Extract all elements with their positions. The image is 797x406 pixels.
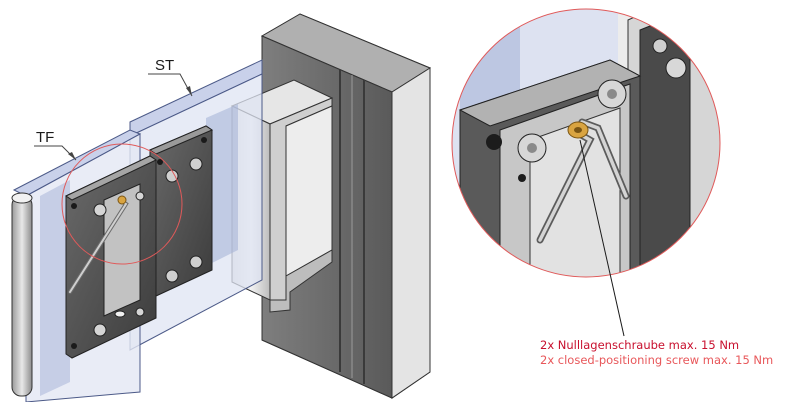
note-line-de: 2x Nulllagenschraube max. 15 Nm bbox=[540, 338, 740, 352]
label-tf: TF bbox=[36, 129, 55, 146]
hex-key-small bbox=[68, 195, 129, 294]
zoom-detail bbox=[451, 8, 721, 278]
note-line-en: 2x closed-positioning screw max. 15 Nm bbox=[540, 353, 774, 367]
leader-lines bbox=[34, 73, 193, 161]
door-edge-post bbox=[11, 192, 33, 397]
note-pointer-line bbox=[579, 139, 625, 337]
hinge-plate-right bbox=[148, 125, 214, 297]
label-st: ST bbox=[155, 57, 175, 74]
screw-heads bbox=[157, 137, 207, 283]
detail-marker-circle bbox=[61, 143, 183, 265]
hinge-plate-left bbox=[64, 155, 158, 359]
